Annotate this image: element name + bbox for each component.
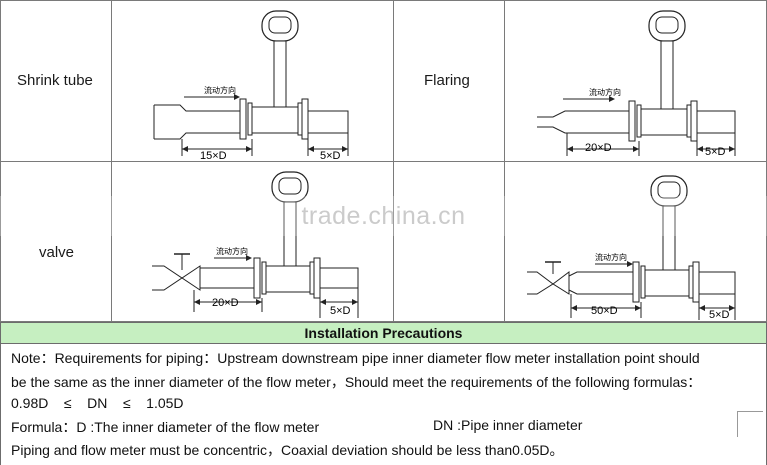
valve-flaring-diagram: 流动方向 50×D 5×D [505,162,767,323]
upstream-length-label: 50×D [591,305,618,317]
flow-direction-label: 流动方向 [589,87,621,97]
diagram-cell-flaring: 流动方向 20×D 5×D [504,0,767,162]
label-cell-valve: valve [0,161,112,322]
note-line-1: Note：Requirements for piping：Upstream do… [11,350,700,366]
note-line-3: 0.98D ≤ DN ≤ 1.05D [11,395,184,411]
cell-label: Flaring [424,72,470,89]
note-line-4a: Formula：D :The inner diameter of the flo… [11,419,320,435]
corner-mark [737,411,763,437]
downstream-length-label: 5×D [705,146,726,158]
label-cell-flaring: Flaring [393,0,505,162]
cell-label: Shrink tube [17,72,93,89]
section-header: Installation Precautions [0,322,767,344]
note-line-5: Piping and flow meter must be concentric… [11,442,564,458]
diagram-cell-valve-flaring: 流动方向 50×D 5×D [504,161,767,322]
label-cell-valve-flaring [393,161,505,322]
downstream-length-label: 5×D [330,305,351,317]
diagram-cell-valve: 流动方向 20×D 5×D [111,161,394,322]
downstream-length-label: 5×D [709,309,730,321]
label-cell-shrink-tube: Shrink tube [0,0,112,162]
installation-diagram-grid: Shrink tube [0,0,767,322]
downstream-length-label: 5×D [320,150,341,162]
note-line-4b: DN :Pipe inner diameter [433,417,583,433]
shrink-tube-diagram: 流动方向 15×D 5×D [112,1,395,163]
valve-diagram: 流动方向 20×D 5×D [112,162,395,323]
diagram-cell-shrink-tube: 流动方向 15×D 5×D [111,0,394,162]
upstream-length-label: 15×D [200,150,227,162]
flow-direction-label: 流动方向 [216,246,248,256]
upstream-length-label: 20×D [212,297,239,309]
upstream-length-label: 20×D [585,142,612,154]
note-line-2: be the same as the inner diameter of the… [11,374,702,390]
flow-direction-label: 流动方向 [595,252,627,262]
cell-label: valve [39,244,75,261]
installation-notes: Note：Requirements for piping：Upstream do… [0,344,767,465]
flaring-diagram: 流动方向 20×D 5×D [505,1,767,163]
watermark: trade.china.cn [0,196,767,236]
flow-direction-label: 流动方向 [204,85,236,95]
